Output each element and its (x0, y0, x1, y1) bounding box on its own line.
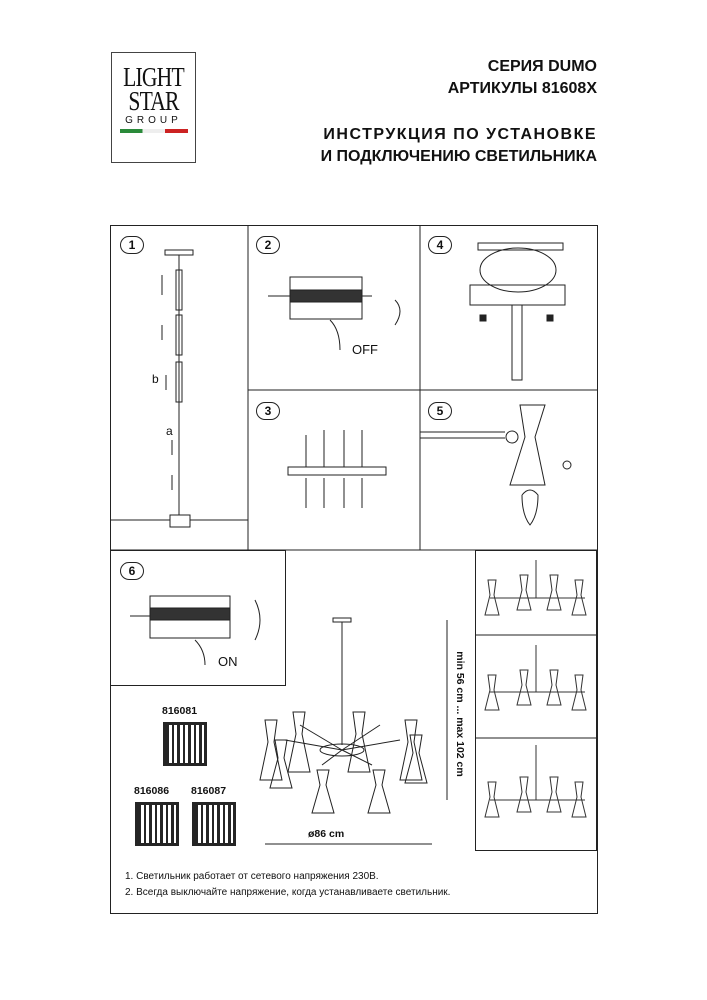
logo: LIGHT STAR GROUP (111, 52, 196, 163)
step-number: 4 (428, 236, 452, 254)
step-number: 1 (120, 236, 144, 254)
step-number: 6 (120, 562, 144, 580)
off-label: OFF (352, 342, 378, 357)
article-number: 816086 (134, 785, 170, 797)
label-b: b (152, 372, 159, 386)
step-number: 3 (256, 402, 280, 420)
qr-code[interactable] (192, 802, 236, 846)
instruction-title: ИНСТРУКЦИЯ ПО УСТАНОВКЕ (323, 126, 597, 143)
logo-text: STAR (128, 86, 179, 116)
instruction-title: И ПОДКЛЮЧЕНИЮ СВЕТИЛЬНИКА (320, 148, 597, 165)
on-label: ON (218, 654, 238, 669)
qr-code[interactable] (135, 802, 179, 846)
note: 1. Светильник работает от сетевого напря… (125, 871, 379, 882)
diameter-dimension: ø86 cm (308, 828, 345, 840)
label-a: a (166, 424, 173, 438)
articles-title: АРТИКУЛЫ 81608X (447, 80, 597, 97)
step-number: 5 (428, 402, 452, 420)
italian-flag-stripe (119, 129, 188, 133)
series-title: СЕРИЯ DUMO (487, 58, 597, 75)
article-number: 816087 (191, 785, 227, 797)
qr-code[interactable] (163, 722, 207, 766)
step-number: 2 (256, 236, 280, 254)
height-dimension: min 56 cm ... max 102 cm (454, 651, 466, 777)
note: 2. Всегда выключайте напряжение, когда у… (125, 887, 451, 898)
logo-text: GROUP (125, 115, 182, 126)
logo-text: LIGHT (123, 62, 185, 92)
article-number: 816081 (162, 705, 198, 717)
